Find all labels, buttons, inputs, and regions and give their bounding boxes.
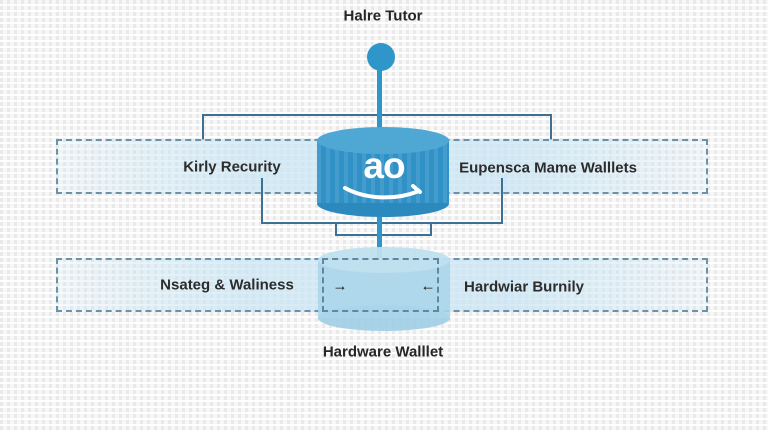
inner-dashed-box: [322, 258, 439, 312]
diagram-title: Halre Tutor: [343, 7, 423, 25]
top-bracket-left-line: [202, 114, 204, 140]
inner-bracket-right-line: [430, 222, 432, 236]
arrow-right-icon: →: [332, 277, 348, 295]
root-node-circle: [367, 43, 395, 71]
amazon-smile-icon: [343, 184, 422, 200]
lower-bracket-horizontal-line: [261, 222, 503, 224]
lower-bracket-left-line: [261, 178, 263, 224]
top-bracket-right-line: [550, 114, 552, 140]
cylinder-top-ellipse: [317, 127, 449, 154]
bottom-right-label: Hardwiar Burnily: [463, 278, 585, 296]
lower-bracket-right-line: [501, 178, 503, 224]
arrow-left-icon: ←: [420, 277, 436, 295]
inner-bracket-horizontal-line: [335, 234, 432, 236]
light-cylinder-top-ellipse: [318, 247, 450, 273]
cylinder-logo-text: ao: [363, 145, 405, 186]
top-left-label: Kirly Recurity: [183, 158, 281, 176]
inner-bracket-left-line: [335, 222, 337, 236]
bottom-caption: Hardware Walllet: [322, 343, 444, 361]
center-stem-line: [377, 212, 382, 260]
top-stem-line: [377, 68, 382, 135]
bottom-left-label: Nsateg & Waliness: [160, 276, 294, 294]
top-right-label: Eupensca Mame Walllets: [459, 159, 637, 177]
